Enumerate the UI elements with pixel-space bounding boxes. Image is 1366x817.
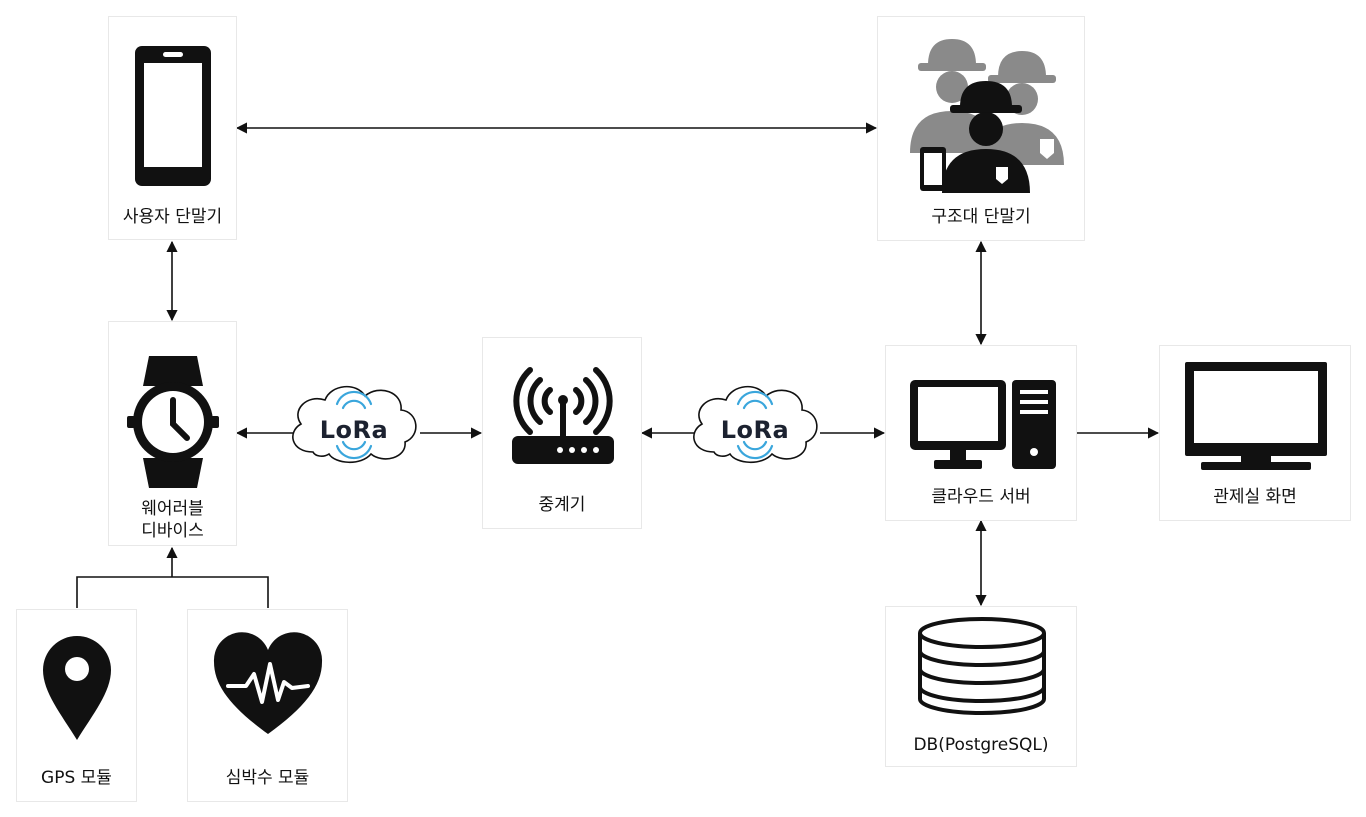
lora-label-left: LoRa xyxy=(319,416,389,444)
rescue-team-icon xyxy=(910,39,1064,193)
database-label: DB(PostgreSQL) xyxy=(913,735,1049,755)
smartphone-icon xyxy=(135,46,211,186)
router-icon xyxy=(512,367,614,464)
gps-label: GPS 모듈 xyxy=(41,768,112,788)
cloud-icon xyxy=(292,385,417,464)
node-user-terminal[interactable]: 사용자 단말기 xyxy=(108,16,237,240)
lora-cloud-left: LoRa xyxy=(283,378,425,466)
node-database[interactable]: DB(PostgreSQL) xyxy=(885,606,1077,767)
smartwatch-icon xyxy=(127,356,219,488)
lora-cloud-right: LoRa xyxy=(684,378,826,466)
node-gps[interactable]: GPS 모듈 xyxy=(16,609,137,802)
lora-wave-icon xyxy=(736,390,774,460)
lora-wave-icon xyxy=(335,390,373,460)
desktop-computer-icon xyxy=(910,380,1056,469)
lora-label-right: LoRa xyxy=(720,416,790,444)
node-control-room[interactable]: 관제실 화면 xyxy=(1159,345,1351,521)
monitor-icon xyxy=(1185,362,1327,470)
map-pin-icon xyxy=(43,636,111,740)
relay-label: 중계기 xyxy=(538,495,586,515)
node-heart-rate[interactable]: 심박수 모듈 xyxy=(187,609,348,802)
control-room-label: 관제실 화면 xyxy=(1213,487,1297,507)
node-cloud-server[interactable]: 클라우드 서버 xyxy=(885,345,1077,521)
user-terminal-label: 사용자 단말기 xyxy=(122,207,223,227)
wearable-label: 웨어러블 디바이스 xyxy=(141,499,204,541)
cloud-icon xyxy=(693,385,818,464)
node-rescue-terminal[interactable]: 구조대 단말기 xyxy=(877,16,1085,241)
node-relay[interactable]: 중계기 xyxy=(482,337,642,529)
cloud-server-label: 클라우드 서버 xyxy=(931,487,1031,507)
heartbeat-icon xyxy=(213,632,323,734)
database-icon xyxy=(918,617,1046,715)
heart-rate-label: 심박수 모듈 xyxy=(225,768,310,788)
node-wearable[interactable]: 웨어러블 디바이스 xyxy=(108,321,237,546)
rescue-terminal-label: 구조대 단말기 xyxy=(931,207,1031,227)
sensor-bus xyxy=(76,576,269,608)
